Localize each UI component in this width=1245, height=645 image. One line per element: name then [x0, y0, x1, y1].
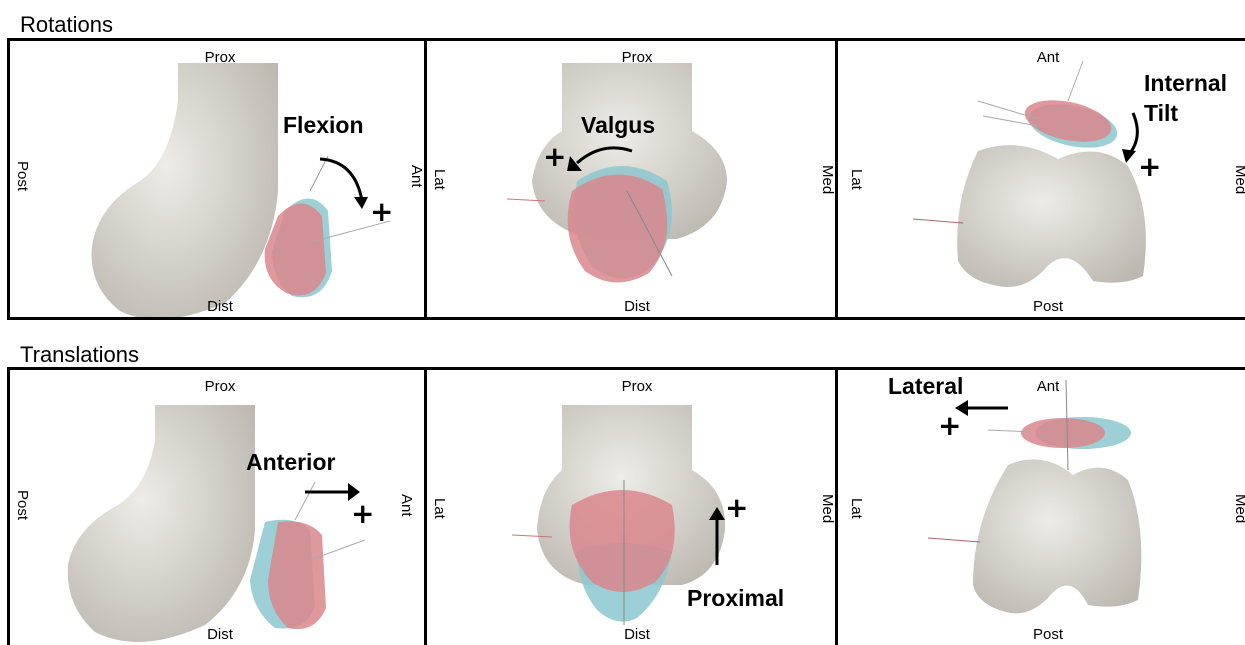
- label-dist: Dist: [207, 626, 233, 643]
- plus-sign: +: [938, 412, 961, 440]
- label-ant: Ant: [408, 165, 425, 188]
- motion-label-tilt: Tilt: [1144, 99, 1178, 127]
- label-post: Post: [1033, 626, 1063, 643]
- label-post: Post: [14, 490, 31, 520]
- label-med: Med: [1232, 165, 1245, 194]
- label-med: Med: [819, 165, 836, 194]
- label-dist: Dist: [624, 626, 650, 643]
- label-lat: Lat: [431, 169, 448, 190]
- plus-sign: +: [725, 494, 748, 522]
- label-ant: Ant: [1037, 378, 1060, 395]
- label-prox: Prox: [622, 378, 653, 395]
- section-title-rotations: Rotations: [20, 12, 113, 38]
- panel-translation-axial: Ant Post Lat Med Lateral +: [835, 367, 1245, 645]
- plus-sign: +: [370, 198, 393, 226]
- label-dist: Dist: [624, 298, 650, 315]
- label-lat: Lat: [848, 498, 865, 519]
- label-ant: Ant: [398, 494, 415, 517]
- bone-illustration: [427, 41, 838, 320]
- motion-label-proximal: Proximal: [687, 584, 784, 612]
- label-med: Med: [819, 494, 836, 523]
- plus-sign: +: [543, 143, 566, 171]
- label-prox: Prox: [205, 49, 236, 66]
- panel-rotation-axial: Ant Post Lat Med Internal Tilt +: [835, 38, 1245, 320]
- label-lat: Lat: [431, 498, 448, 519]
- motion-label-valgus: Valgus: [581, 111, 655, 139]
- label-prox: Prox: [205, 378, 236, 395]
- label-post: Post: [14, 161, 31, 191]
- panel-rotation-coronal: Prox Dist Lat Med Valgus +: [424, 38, 838, 320]
- motion-label-anterior: Anterior: [246, 448, 335, 476]
- plus-sign: +: [351, 500, 374, 528]
- motion-label-flexion: Flexion: [283, 111, 364, 139]
- label-med: Med: [1232, 494, 1245, 523]
- label-dist: Dist: [207, 298, 233, 315]
- section-title-translations: Translations: [20, 342, 139, 368]
- label-post: Post: [1033, 298, 1063, 315]
- panel-translation-sagittal: Prox Dist Post Ant Anterior +: [7, 367, 427, 645]
- panel-translation-coronal: Prox Dist Lat Med Proximal +: [424, 367, 838, 645]
- label-lat: Lat: [848, 169, 865, 190]
- label-ant: Ant: [1037, 49, 1060, 66]
- label-prox: Prox: [622, 49, 653, 66]
- panel-rotation-sagittal: Prox Dist Post Ant Flexion +: [7, 38, 427, 320]
- bone-illustration: [10, 41, 427, 320]
- plus-sign: +: [1138, 153, 1161, 181]
- motion-label-internal: Internal: [1144, 69, 1227, 97]
- motion-label-lateral: Lateral: [888, 372, 963, 400]
- bone-illustration: [838, 370, 1245, 645]
